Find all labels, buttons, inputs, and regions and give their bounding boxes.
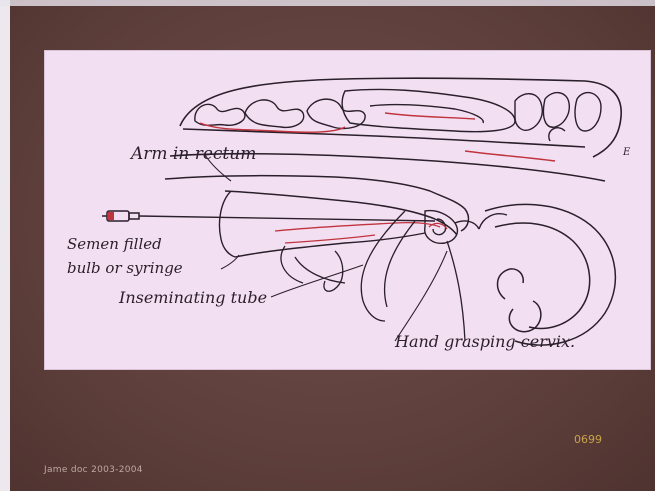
syringe — [102, 211, 139, 221]
window-top-edge — [0, 0, 655, 6]
intestine-loops — [195, 89, 601, 141]
leader-lines — [205, 155, 447, 341]
uterus-lower — [281, 246, 345, 291]
syringe-tip — [108, 212, 114, 220]
cervix-outline — [219, 191, 507, 257]
label-hand-grasping-cervix: Hand grasping cervix. — [394, 332, 575, 351]
label-inseminating-tube: Inseminating tube — [118, 288, 267, 307]
window-left-edge — [0, 0, 10, 491]
uterine-horns — [485, 204, 615, 345]
slide-number: 0699 — [574, 433, 602, 446]
hand-lines — [361, 211, 465, 341]
diagram-drawing: Arm in rectum Semen filled bulb or syrin… — [45, 51, 650, 369]
footer-credit: Jame doc 2003-2004 — [44, 465, 143, 475]
cervix-red-detail — [275, 223, 447, 243]
inseminating-tube — [139, 216, 435, 221]
label-arm-in-rectum: Arm in rectum — [129, 144, 256, 164]
label-corner-mark: E — [622, 147, 631, 158]
label-bulb-or-syringe: bulb or syringe — [67, 259, 183, 277]
arm-outline — [165, 176, 468, 235]
insemination-diagram: Arm in rectum Semen filled bulb or syrin… — [44, 50, 651, 370]
label-semen-filled: Semen filled — [67, 235, 162, 253]
